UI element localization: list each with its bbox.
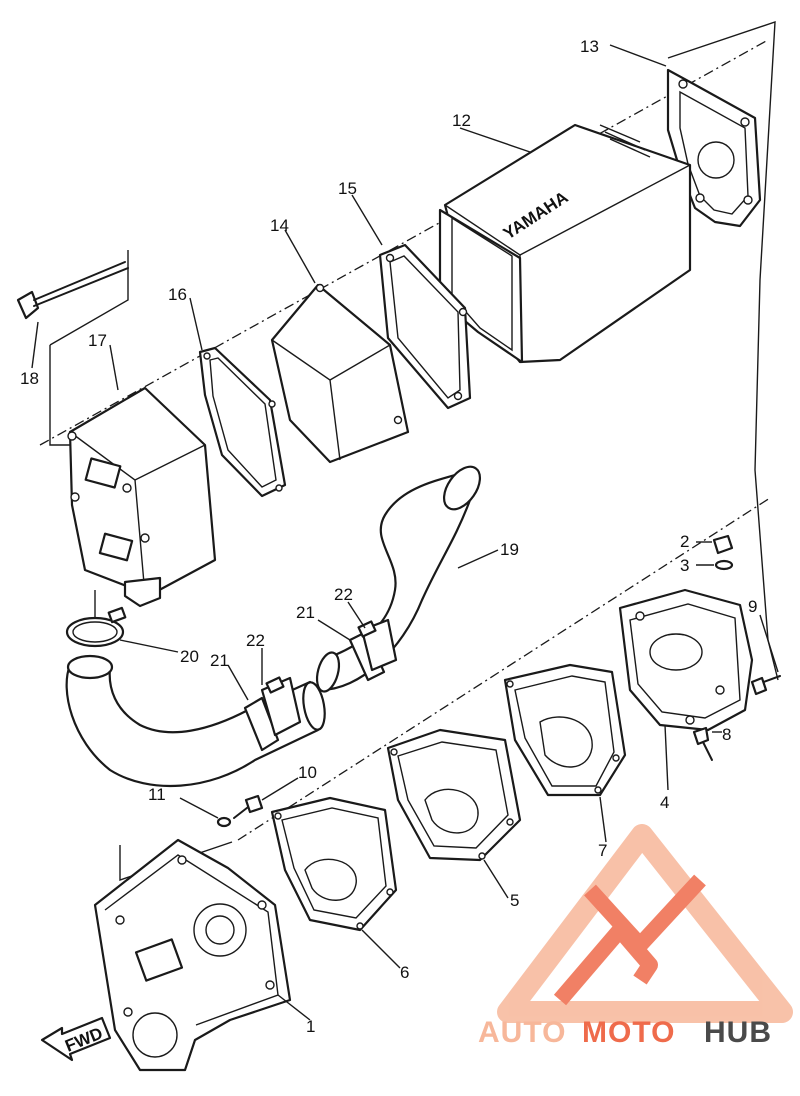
callout-8: 8 [722,725,731,744]
part-19-curved-hose [315,465,499,693]
callout-22b: 22 [246,631,265,650]
callout-17: 17 [88,331,107,350]
callout-7: 7 [598,841,607,860]
watermark-moto: MOTO [582,1016,675,1049]
callout-13: 13 [580,37,599,56]
callout-20: 20 [180,647,199,666]
callout-3: 3 [680,556,689,575]
callout-2: 2 [680,532,689,551]
part-14-muffler-body [270,229,410,464]
part-9-bolt [750,614,781,696]
callout-14: 14 [270,216,289,235]
watermark-auto: AUTO [478,1016,566,1049]
fwd-label: FWD [62,1024,105,1056]
part-7-gasket [503,663,627,843]
part-3-washer [696,559,734,571]
callout-12: 12 [452,111,471,130]
automotohub-watermark-logo [497,824,793,1023]
watermark-hub: HUB [704,1016,772,1049]
part-17-muffler-housing [67,344,217,608]
callout-9: 9 [748,597,757,616]
lower-curved-hose [65,654,326,788]
callout-18: 18 [20,369,39,388]
callout-15: 15 [338,179,357,198]
part-20-hose-clamp [65,606,179,653]
callout-22a: 22 [334,585,353,604]
callout-labels: 13 12 15 14 16 17 18 19 2 3 9 22 21 22 2… [20,37,757,1036]
automotohub-watermark-text: AUTO MOTO HUB [478,1016,772,1049]
part-11-washer [179,797,232,828]
part-12-muffler-yamaha: YAMAHA [438,123,692,364]
fwd-arrow-icon: FWD [40,1016,112,1062]
part-1-exhaust-housing [93,838,311,1072]
part-22-clamp-lower [260,648,302,737]
callout-1: 1 [306,1017,315,1036]
callout-11: 11 [148,785,166,804]
part-8-bolt [692,726,722,761]
part-22-clamp-upper [347,601,398,672]
callout-4: 4 [660,793,669,812]
part-4-exhaust-cover [618,588,754,791]
callout-5: 5 [510,891,519,910]
part-10-bolt [233,777,299,819]
part-21-clamp-lower [227,664,280,752]
callout-6: 6 [400,963,409,982]
part-6-gasket [270,796,401,969]
callout-16: 16 [168,285,187,304]
part-2-cap [696,534,734,555]
callout-10: 10 [298,763,317,782]
callout-21a: 21 [296,603,315,622]
part-15-gasket [351,194,472,410]
part-5-gasket [386,728,522,899]
part-18-long-bolt [16,261,129,369]
part-16-gasket [189,297,287,498]
callout-19: 19 [500,540,519,559]
callout-21b: 21 [210,651,229,670]
